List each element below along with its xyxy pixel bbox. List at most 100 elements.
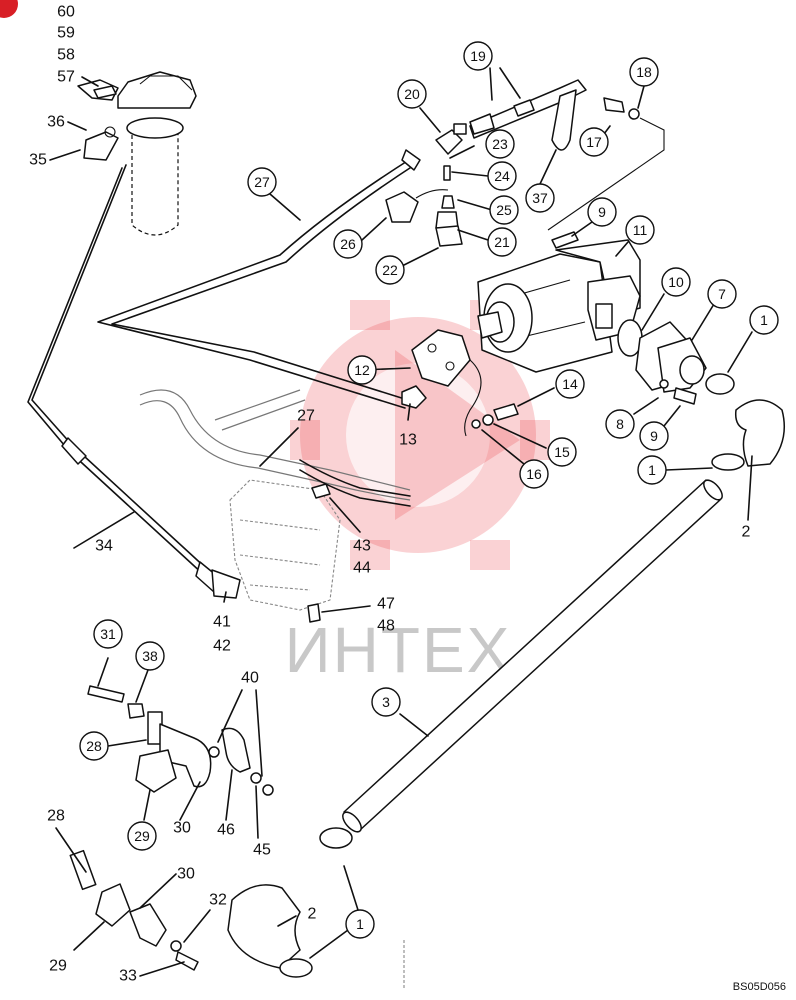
callout-37: 37 — [525, 183, 555, 213]
callout-25: 25 — [489, 195, 519, 225]
hose-clamp-1c — [319, 827, 353, 849]
callout-12: 12 — [347, 355, 377, 385]
label-60: 60 — [57, 4, 75, 21]
hydraulic-pump — [477, 239, 641, 373]
label-13: 13 — [399, 432, 417, 449]
isolator-29 — [135, 749, 177, 793]
svg-text:7: 7 — [718, 286, 726, 302]
hose-clamp-1b — [711, 453, 745, 471]
callout-3: 3 — [371, 687, 401, 717]
fitting-43 — [311, 483, 331, 499]
svg-text:8: 8 — [616, 416, 624, 432]
callout-9-right: 9 — [639, 421, 669, 451]
label-48: 48 — [377, 618, 395, 635]
svg-text:29: 29 — [134, 828, 150, 844]
callout-8: 8 — [605, 409, 635, 439]
svg-text:38: 38 — [142, 648, 158, 664]
callout-1-lower: 1 — [345, 909, 375, 939]
label-47: 47 — [377, 596, 395, 613]
label-2-right: 2 — [742, 524, 751, 541]
svg-text:10: 10 — [668, 274, 684, 290]
corner-badge-icon — [0, 0, 18, 18]
label-43: 43 — [353, 538, 371, 555]
svg-text:25: 25 — [496, 202, 512, 218]
isolator-29-lower — [95, 883, 131, 927]
label-2-lower: 2 — [308, 906, 317, 923]
hose-clamp-1d — [279, 958, 313, 978]
label-35: 35 — [29, 152, 47, 169]
fitting-47 — [307, 603, 321, 623]
hose-27-upper — [97, 157, 417, 409]
svg-text:9: 9 — [598, 204, 606, 220]
svg-text:16: 16 — [526, 466, 542, 482]
washer-15 — [482, 414, 494, 426]
callout-22: 22 — [375, 255, 405, 285]
callout-18: 18 — [629, 57, 659, 87]
watermark-text: ИНТЕХ — [285, 614, 512, 686]
flange-7 — [635, 321, 707, 393]
callout-24: 24 — [487, 161, 517, 191]
label-34: 34 — [95, 538, 113, 555]
svg-text:1: 1 — [356, 916, 364, 932]
leader-lines — [49, 67, 753, 977]
circled-callouts: 31 38 28 29 1 3 1 1 2 7 10 11 9 8 9 12 1… — [79, 41, 779, 939]
callout-38: 38 — [135, 641, 165, 671]
svg-text:22: 22 — [382, 262, 398, 278]
label-46: 46 — [217, 822, 235, 839]
svg-text:17: 17 — [586, 134, 602, 150]
svg-text:26: 26 — [340, 236, 356, 252]
svg-text:20: 20 — [404, 86, 420, 102]
svg-text:14: 14 — [562, 376, 578, 392]
elbow-hose-2 — [734, 399, 785, 467]
callout-27: 27 — [247, 167, 277, 197]
spring-24 — [443, 165, 451, 181]
svg-text:37: 37 — [532, 190, 548, 206]
fitting-17 — [603, 97, 625, 113]
svg-text:12: 12 — [354, 362, 370, 378]
manifold-block-12 — [401, 329, 482, 437]
hose-27-lower — [299, 459, 411, 507]
callout-7: 7 — [707, 279, 737, 309]
bolt-8-9 — [673, 387, 697, 405]
svg-text:9: 9 — [650, 428, 658, 444]
callout-31: 31 — [93, 619, 123, 649]
bolt-31 — [87, 685, 125, 703]
clamp-37 — [551, 89, 577, 151]
washer-16 — [471, 419, 481, 429]
svg-text:15: 15 — [554, 444, 570, 460]
callout-11: 11 — [625, 215, 655, 245]
label-59: 59 — [57, 25, 75, 42]
svg-text:24: 24 — [494, 168, 510, 184]
callout-9-top: 9 — [587, 197, 617, 227]
elbow-hose-2-lower — [227, 884, 301, 969]
nut-38 — [127, 703, 145, 719]
svg-text:18: 18 — [636, 64, 652, 80]
callout-10: 10 — [661, 267, 691, 297]
plate-28-lower — [69, 849, 97, 891]
callout-14: 14 — [555, 369, 585, 399]
svg-text:1: 1 — [648, 462, 656, 478]
callout-20: 20 — [397, 79, 427, 109]
callout-29: 29 — [127, 821, 157, 851]
bolt-14 — [493, 403, 519, 421]
svg-text:27: 27 — [254, 174, 270, 190]
label-41: 41 — [213, 614, 231, 631]
callout-1-right: 1 — [749, 305, 779, 335]
label-32: 32 — [209, 892, 227, 909]
svg-text:1: 1 — [760, 312, 768, 328]
callout-15: 15 — [547, 437, 577, 467]
plain-callouts: 60 59 58 57 36 35 27 13 43 44 41 42 34 4… — [29, 4, 750, 985]
o-ring-18 — [628, 108, 640, 120]
label-27: 27 — [297, 408, 315, 425]
callout-16: 16 — [519, 459, 549, 489]
svg-text:31: 31 — [100, 626, 116, 642]
callout-26: 26 — [333, 229, 363, 259]
bolt-33 — [175, 951, 199, 971]
label-28-lower: 28 — [47, 808, 65, 825]
svg-text:19: 19 — [470, 48, 486, 64]
label-33: 33 — [119, 968, 137, 985]
label-30: 30 — [173, 820, 191, 837]
bracket-30-lower — [129, 903, 167, 947]
svg-text:3: 3 — [382, 694, 390, 710]
